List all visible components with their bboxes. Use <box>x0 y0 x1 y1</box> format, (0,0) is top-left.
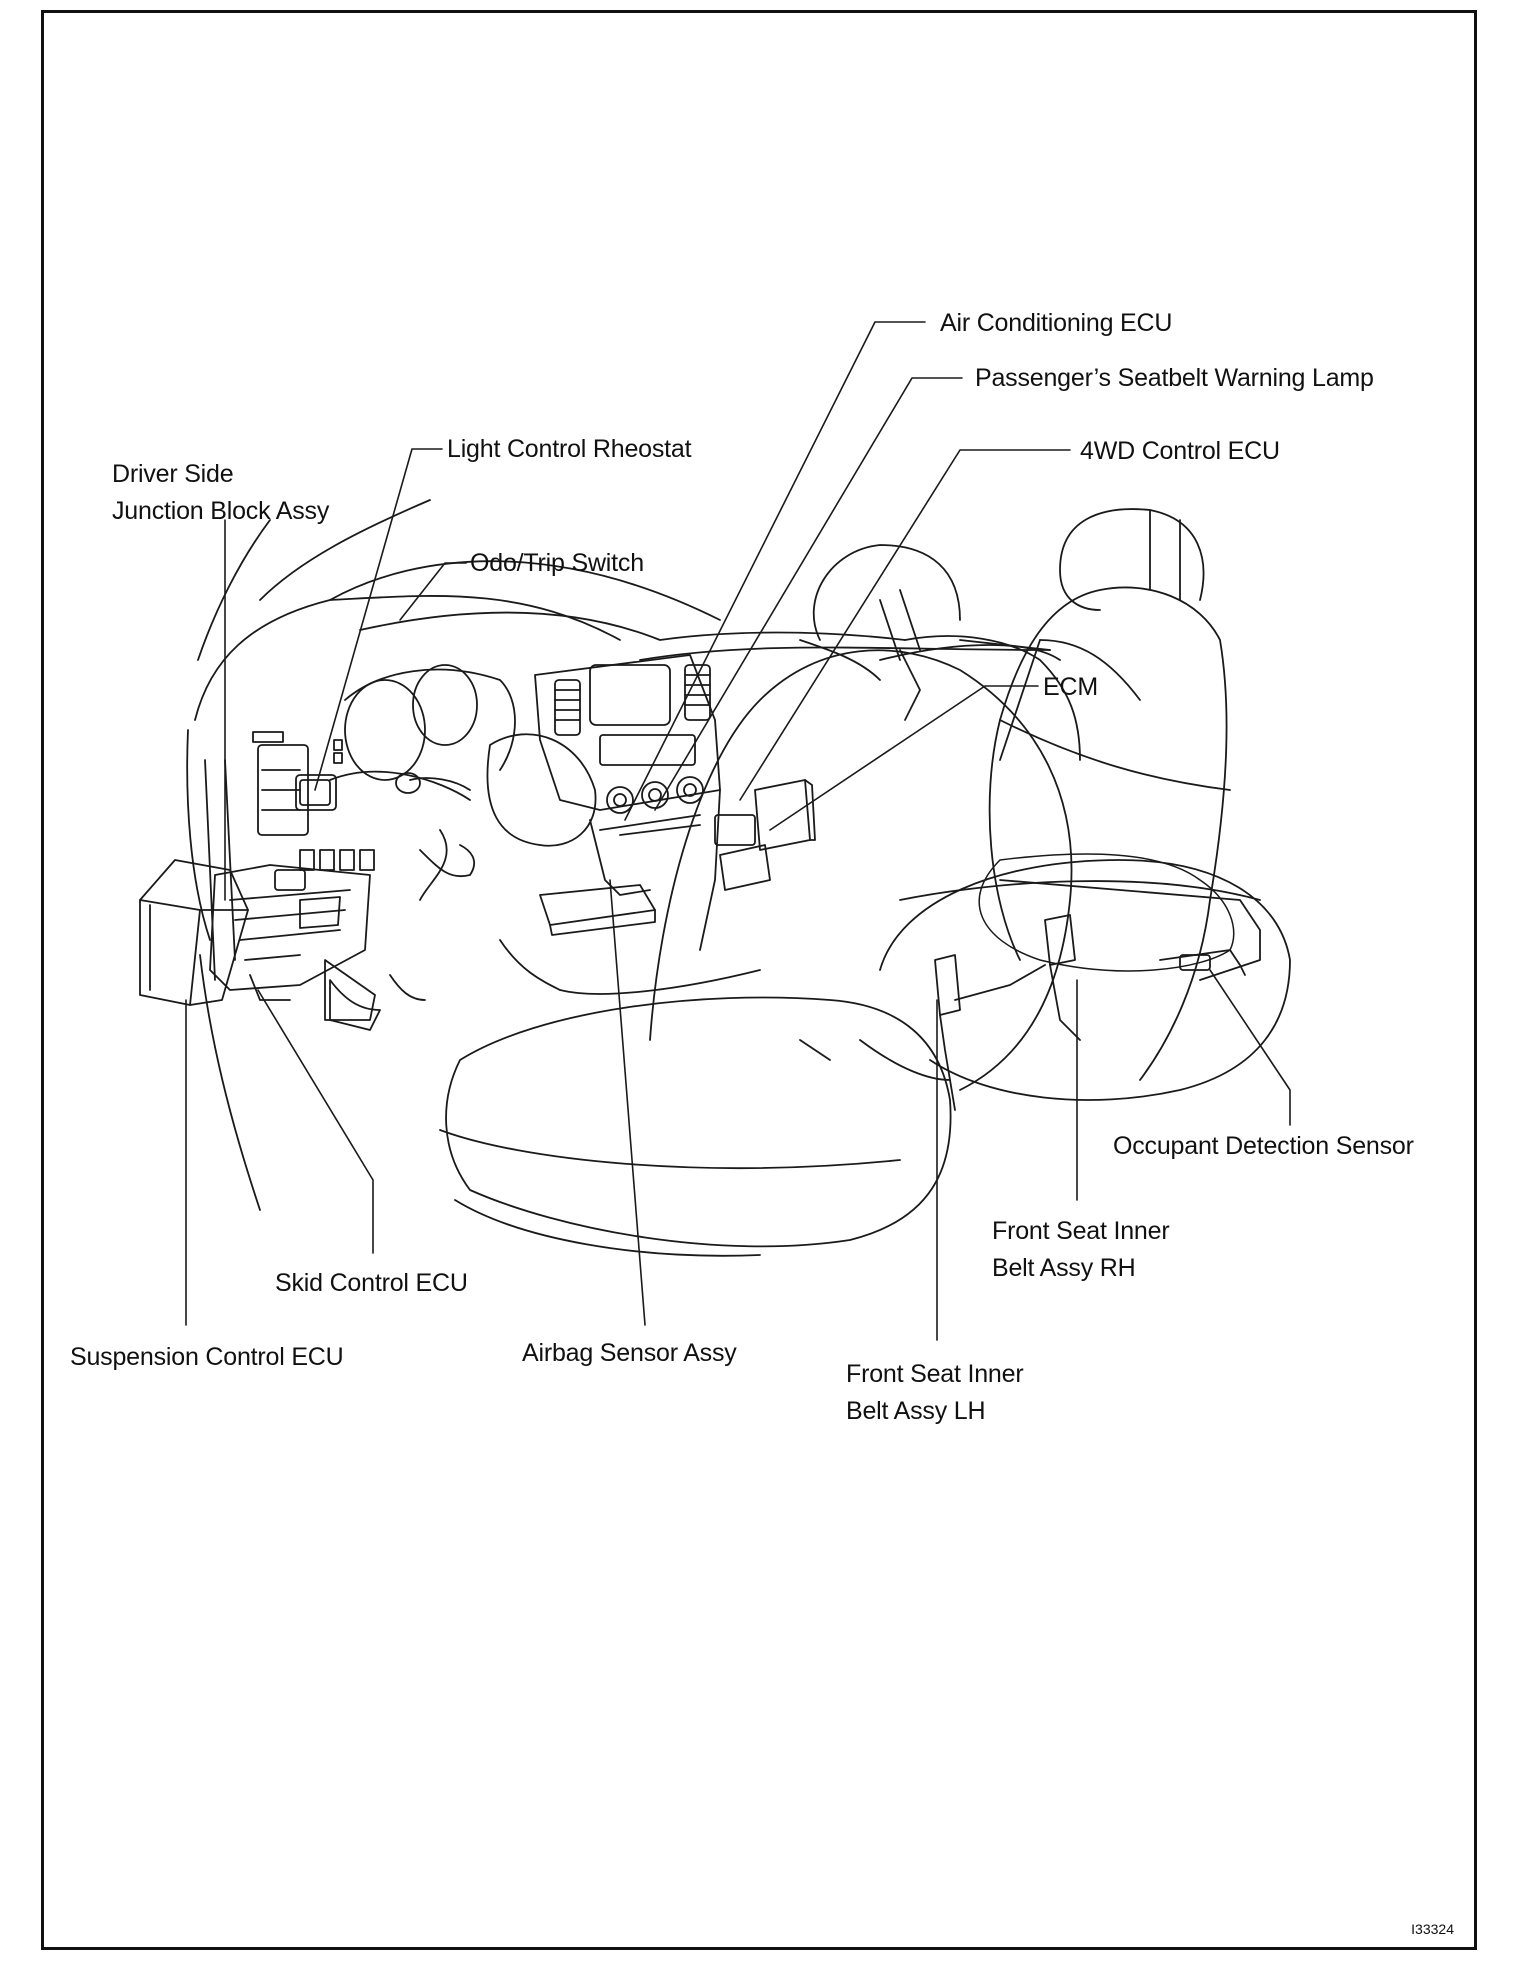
label-suspension-control-ecu: Suspension Control ECU <box>70 1343 344 1371</box>
label-driver-side-junction-block-assy: Driver Side Junction Block Assy <box>112 456 329 530</box>
diagram-frame <box>41 10 1477 1950</box>
seats-drawing <box>439 508 1291 1257</box>
label-odo-trip-switch: Odo/Trip Switch <box>470 549 644 577</box>
label-line: Junction Block Assy <box>112 497 330 525</box>
label-line: Belt Assy RH <box>992 1254 1136 1282</box>
label-light-control-rheostat: Light Control Rheostat <box>447 435 692 463</box>
label-skid-control-ecu: Skid Control ECU <box>275 1269 468 1297</box>
label-front-seat-inner-belt-assy-lh: Front Seat Inner Belt Assy LH <box>846 1356 1024 1430</box>
label-line: Driver Side <box>112 460 234 488</box>
label-air-conditioning-ecu: Air Conditioning ECU <box>940 309 1173 337</box>
label-4wd-control-ecu: 4WD Control ECU <box>1080 437 1280 465</box>
label-airbag-sensor-assy: Airbag Sensor Assy <box>522 1339 737 1367</box>
figure-id: I33324 <box>1411 1921 1454 1937</box>
label-line: Front Seat Inner <box>992 1217 1170 1245</box>
floor-drawing <box>329 844 761 1031</box>
label-front-seat-inner-belt-assy-rh: Front Seat Inner Belt Assy RH <box>992 1213 1170 1287</box>
label-line: Front Seat Inner <box>846 1360 1024 1388</box>
center-console-drawing <box>534 639 881 951</box>
leader-lines <box>185 321 1291 1341</box>
dashboard-drawing <box>186 499 1141 1211</box>
label-ecm: ECM <box>1043 673 1098 701</box>
label-occupant-detection-sensor: Occupant Detection Sensor <box>1113 1132 1414 1160</box>
label-passenger-seatbelt-warning-lamp: Passenger’s Seatbelt Warning Lamp <box>975 364 1374 392</box>
label-line: Belt Assy LH <box>846 1397 986 1425</box>
door-side-ecus-drawing <box>139 859 376 1021</box>
